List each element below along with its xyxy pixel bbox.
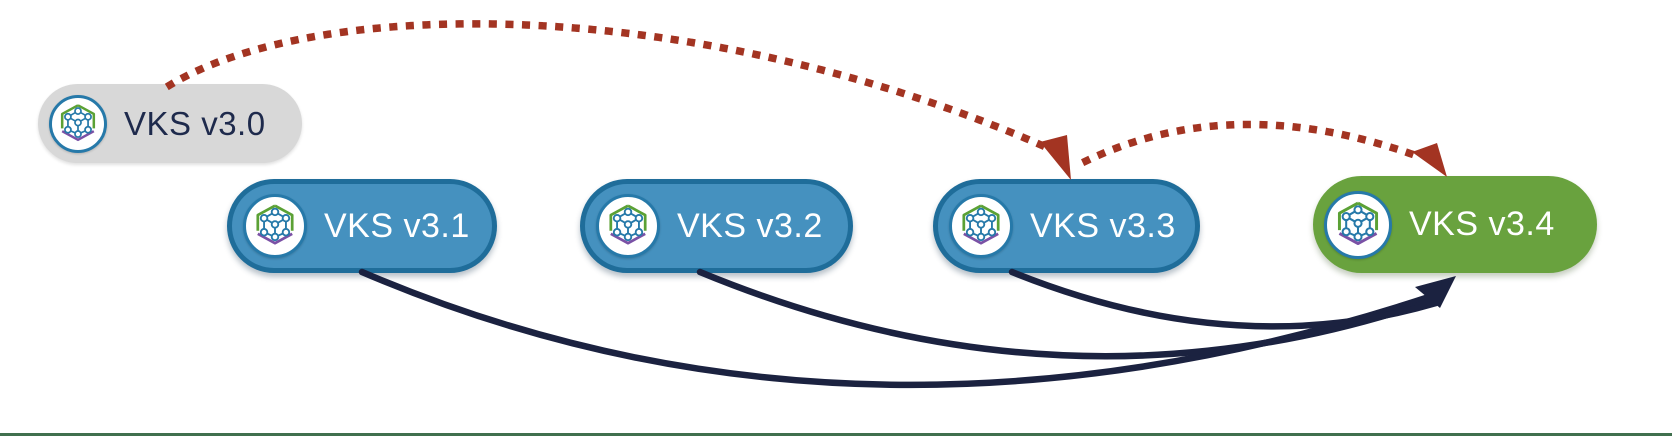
node-label: VKS v3.0 [124,104,266,142]
node-label: VKS v3.4 [1409,205,1555,243]
node-label: VKS v3.2 [677,206,823,245]
edge-v3.2-to-v3.4-solid [696,268,1438,360]
vks-hex-network-icon [596,194,660,258]
node-vks-v3-4: VKS v3.4 [1313,176,1597,273]
node-vks-v3-0: VKS v3.0 [38,84,302,163]
node-label: VKS v3.1 [324,206,470,245]
edge-v3.3-to-v3.4-dotted [1081,120,1425,166]
vks-hex-network-icon [243,194,307,258]
footer-rule [0,433,1672,436]
edge-v3.3-to-v3.4-solid [1008,268,1440,330]
edge-v3.1-to-v3.4-solid [358,268,1436,389]
vks-hex-network-icon [1324,190,1392,259]
node-vks-v3-1: VKS v3.1 [227,179,497,273]
vks-hex-network-icon [49,94,107,153]
arrowhead-v3.4-top [1412,143,1447,177]
node-label: VKS v3.3 [1030,206,1176,245]
vks-hex-network-icon [949,194,1013,258]
arrowhead-v3.3 [1040,135,1071,180]
node-vks-v3-3: VKS v3.3 [933,179,1200,273]
arrowhead-v3.4-bottom [1415,276,1456,308]
node-vks-v3-2: VKS v3.2 [580,179,853,273]
edge-v3.0-to-v3.3-dotted [164,20,1053,153]
